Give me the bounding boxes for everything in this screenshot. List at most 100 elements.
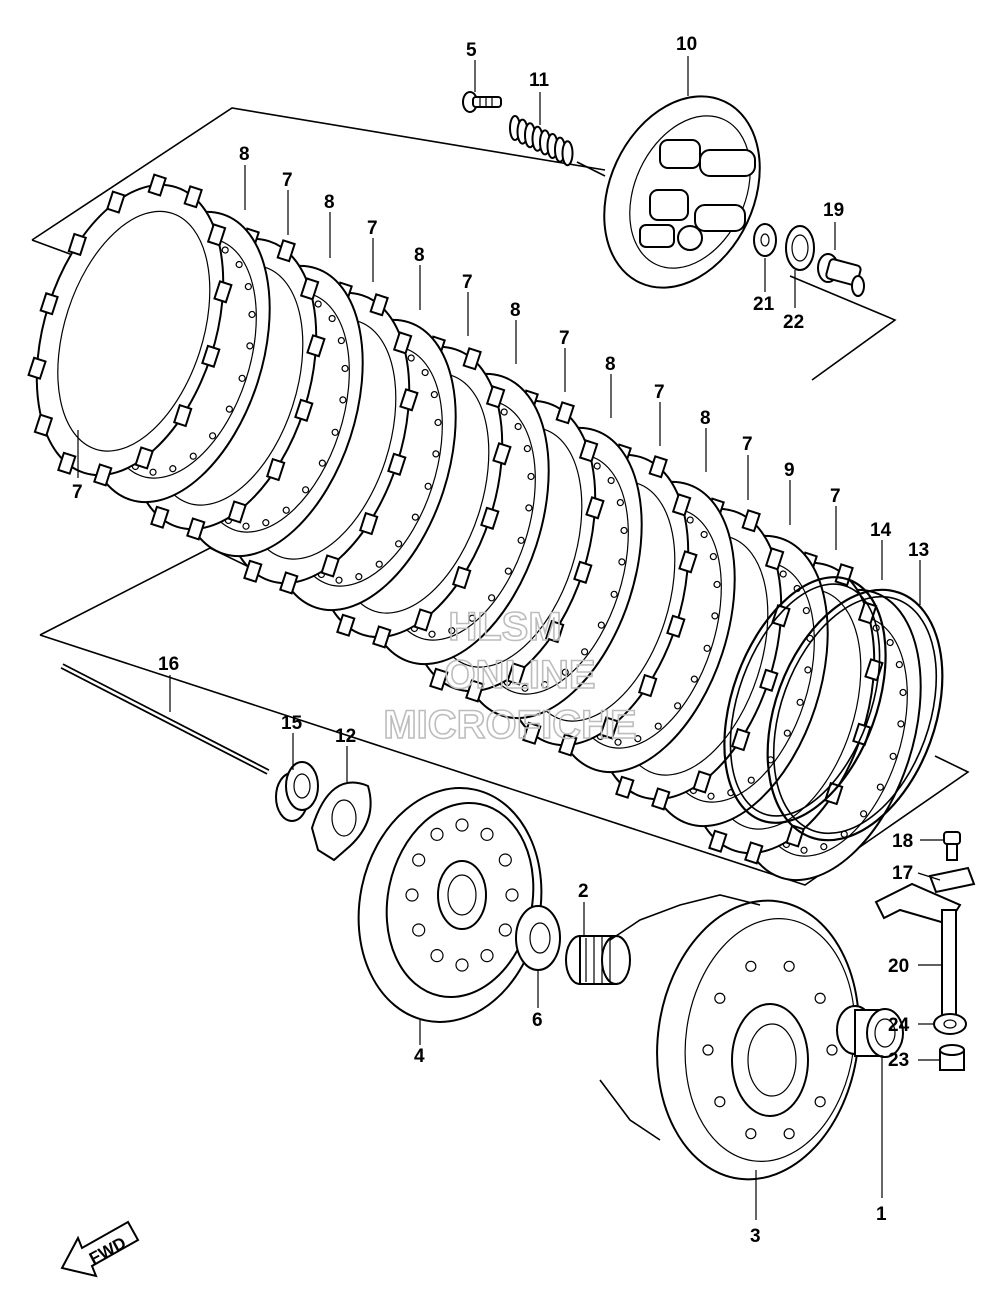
friction-tab	[741, 509, 761, 533]
friction-tab	[243, 559, 263, 583]
callout-14: 14	[870, 520, 892, 541]
inner-tooth	[872, 624, 880, 632]
callout-7-7: 7	[830, 486, 841, 507]
friction-tab	[429, 667, 449, 691]
friction-tab	[392, 331, 413, 355]
needle-bearing-2	[565, 935, 631, 985]
friction-tab	[771, 604, 791, 628]
callout-5: 5	[466, 40, 477, 61]
friction-tab	[492, 442, 512, 466]
callout-15: 15	[281, 713, 303, 734]
friction-tab	[67, 232, 88, 257]
hub-hole	[455, 958, 469, 972]
inner-tooth	[523, 444, 531, 453]
inner-tooth	[514, 422, 522, 431]
bracket-17	[874, 866, 976, 926]
friction-tab	[372, 625, 392, 649]
watermark-line-2: ONLINE	[444, 653, 595, 697]
inner-tooth	[654, 722, 662, 730]
friction-tab	[134, 446, 154, 470]
inner-tooth	[355, 573, 363, 581]
inner-tooth	[189, 452, 197, 460]
inner-tooth	[301, 486, 310, 494]
wire-ring-13	[766, 588, 944, 842]
friction-tab	[585, 496, 605, 520]
inner-tooth	[487, 594, 496, 602]
hub-hole	[455, 818, 469, 832]
thrust-bearing-22	[785, 225, 815, 271]
primary-driven-gear-3	[599, 894, 860, 1181]
friction-tab	[692, 770, 712, 794]
inner-tooth	[802, 606, 810, 615]
inner-tooth	[747, 776, 755, 784]
callout-10: 10	[676, 34, 697, 55]
housing-hole	[702, 1044, 714, 1056]
friction-tab	[336, 613, 356, 637]
callout-7-6: 7	[742, 434, 753, 455]
upper-guide-frame	[31, 107, 897, 381]
inner-tooth	[899, 688, 907, 697]
spacer-1	[836, 1005, 904, 1058]
callout-16: 16	[158, 654, 179, 675]
friction-tab	[744, 841, 764, 865]
friction-tab	[465, 679, 485, 703]
inner-tooth	[411, 513, 419, 521]
inner-tooth	[700, 530, 708, 539]
hub-hole	[498, 853, 512, 867]
callout-8-5: 8	[605, 354, 616, 375]
callout-9: 9	[784, 460, 795, 481]
inner-tooth	[709, 552, 717, 561]
callout-7-3: 7	[462, 272, 473, 293]
inner-tooth	[430, 390, 438, 399]
spring-11	[509, 115, 574, 167]
friction-tab	[651, 787, 671, 811]
callout-17: 17	[892, 863, 913, 884]
inner-tooth	[610, 590, 618, 598]
friction-tab	[358, 511, 379, 536]
inner-tooth	[690, 675, 698, 683]
inner-tooth	[375, 560, 383, 568]
friction-tab	[413, 608, 433, 632]
inner-tooth	[221, 246, 229, 254]
inner-tooth	[618, 558, 626, 566]
release-piece-19	[817, 253, 865, 297]
push-rod-16	[60, 663, 270, 775]
watermark-line-1: HLSM	[448, 605, 561, 649]
clutch-plate-stack	[27, 173, 922, 882]
inner-tooth	[779, 570, 787, 578]
housing-hole	[745, 960, 757, 972]
callout-19: 19	[823, 200, 844, 221]
inner-tooth	[337, 336, 345, 345]
friction-tab	[276, 239, 296, 263]
hub-hole	[430, 827, 444, 841]
hub-hole	[498, 923, 512, 937]
inner-tooth	[796, 698, 804, 706]
friction-tab	[33, 413, 54, 437]
inner-tooth	[525, 504, 533, 512]
inner-tooth	[634, 735, 642, 743]
inner-tooth	[616, 498, 624, 507]
inner-tooth	[504, 567, 512, 575]
friction-tab	[147, 173, 167, 197]
inner-tooth	[328, 314, 336, 323]
inner-tooth	[208, 432, 217, 440]
friction-tab	[599, 716, 619, 740]
friction-tab	[823, 781, 844, 806]
friction-tab	[369, 293, 389, 317]
inner-tooth	[517, 536, 525, 544]
friction-tab	[265, 457, 286, 482]
friction-tab	[764, 547, 785, 571]
housing-hole	[826, 1044, 838, 1056]
inner-tooth	[783, 729, 791, 737]
bolt-18	[943, 831, 961, 861]
callout-7-4: 7	[559, 328, 570, 349]
friction-tab	[387, 452, 407, 476]
inner-tooth	[593, 462, 601, 470]
callout-13: 13	[908, 540, 929, 561]
callout-7-5: 7	[654, 382, 665, 403]
callout-22: 22	[783, 312, 804, 333]
callout-23: 23	[888, 1050, 909, 1071]
inner-tooth	[248, 310, 256, 319]
inner-tooth	[580, 648, 589, 656]
callout-7-1: 7	[282, 170, 293, 191]
